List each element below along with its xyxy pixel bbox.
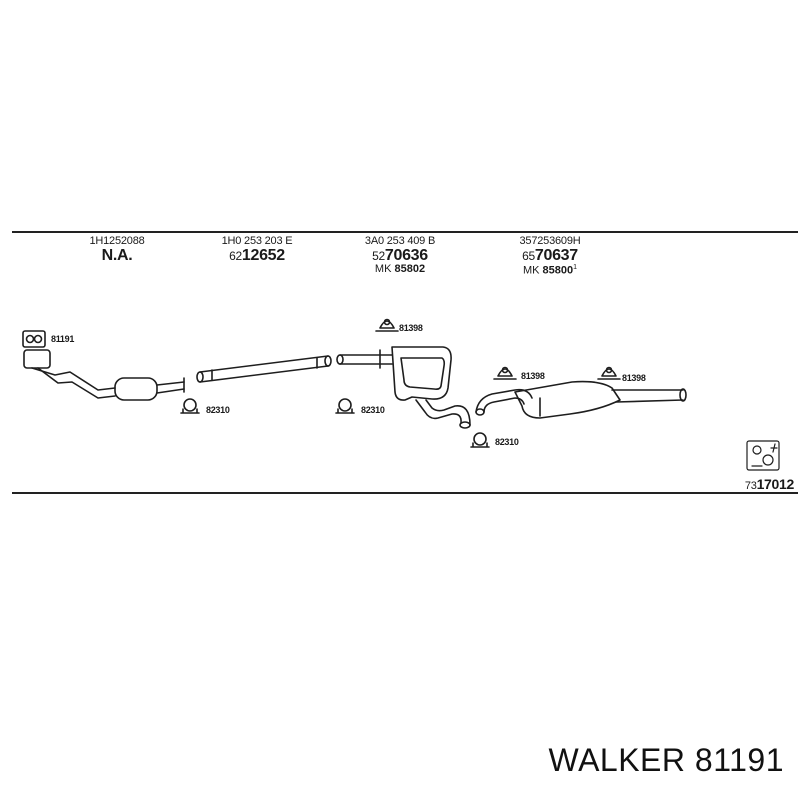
hanger-code-rear-right: 81398 [622,373,646,383]
mounting-kit-icon [746,440,780,471]
part-column-2: 1H0 253 203 E 6212652 [177,235,337,264]
part-column-3: 3A0 253 409 B 5270636 MK 85802 [320,235,480,276]
hanger-icon-rear-right [597,366,621,380]
mounting-kit-number: MK 858001 [522,264,578,277]
part-number: 5270636 [372,246,428,264]
hanger-icon-center [375,318,399,332]
clamp-icon-1 [180,398,200,414]
bottom-divider [12,492,798,494]
brand-label: WALKER 81191 [548,742,784,778]
gasket-icon [22,330,46,348]
clamp-icon-2 [335,398,355,414]
clamp-icon-3 [470,432,490,448]
center-muffler [336,346,471,429]
hanger-icon-rear-left [493,366,517,380]
oem-number: 1H0 253 203 E [221,235,293,247]
catalog-number: 7317012 [744,476,794,492]
front-pipe-catalyst [23,349,185,401]
clamp-code-1: 82310 [206,405,230,415]
intermediate-pipe [196,355,332,383]
top-divider [12,231,798,233]
part-number: 6570637 [522,246,578,264]
part-column-4: 357253609H 6570637 MK 858001 [470,235,630,278]
rear-muffler [475,380,687,419]
clamp-code-2: 82310 [361,405,385,415]
oem-number: 3A0 253 409 B [364,235,436,247]
hanger-code-rear-left: 81398 [521,371,545,381]
part-column-1: 1H1252088 N.A. [37,235,197,264]
part-number: N.A. [101,246,133,264]
hanger-code-center: 81398 [399,323,423,333]
gasket-code: 81191 [51,334,75,344]
mounting-kit-number: MK 85802 [374,263,426,276]
oem-number: 357253609H [519,235,581,247]
oem-number: 1H1252088 [89,235,145,247]
clamp-code-3: 82310 [495,437,519,447]
part-number: 6212652 [229,246,285,264]
